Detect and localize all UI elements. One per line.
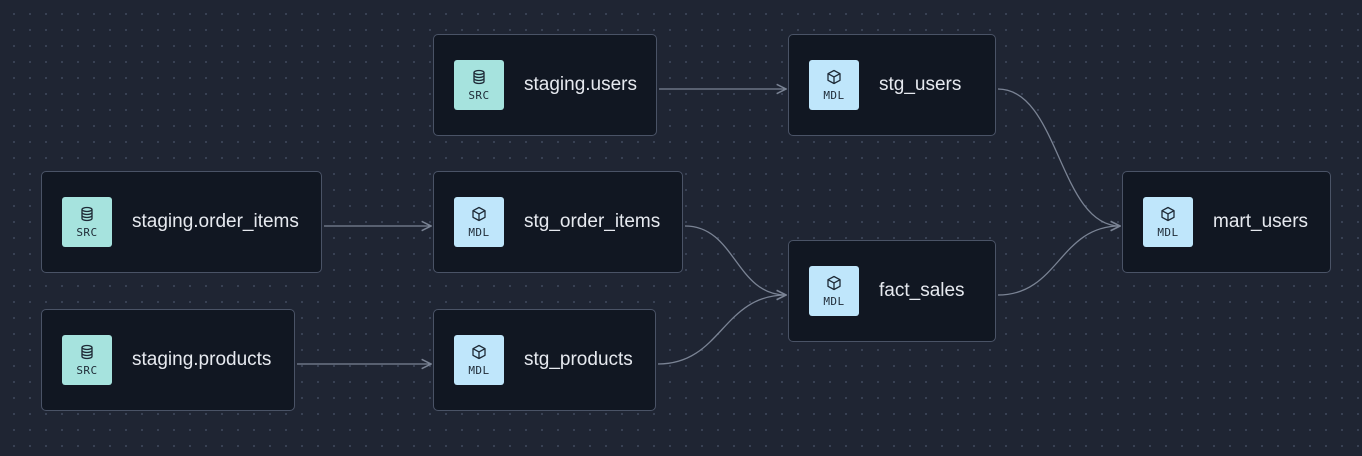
model-badge: MDL: [454, 197, 504, 247]
node-label: mart_users: [1213, 211, 1309, 232]
badge-text: SRC: [76, 225, 98, 239]
cube-icon: [826, 69, 842, 89]
badge-text: MDL: [823, 294, 845, 308]
model-badge: MDL: [1143, 197, 1193, 247]
node-label: stg_order_items: [524, 211, 661, 232]
edge-fact-sales-to-mart-users: [997, 226, 1120, 296]
source-badge: SRC: [62, 197, 112, 247]
node-label: staging.users: [524, 74, 638, 95]
node-label: staging.products: [132, 349, 272, 370]
node-staging-products[interactable]: SRC staging.products: [41, 309, 295, 411]
node-label: stg_users: [879, 74, 962, 95]
model-badge: MDL: [454, 335, 504, 385]
source-badge: SRC: [62, 335, 112, 385]
cube-icon: [826, 275, 842, 295]
node-staging-users[interactable]: SRC staging.users: [433, 34, 657, 136]
model-badge: MDL: [809, 266, 859, 316]
badge-text: MDL: [1157, 225, 1179, 239]
node-label: fact_sales: [879, 280, 965, 301]
node-stg-products[interactable]: MDL stg_products: [433, 309, 656, 411]
node-label: staging.order_items: [132, 211, 299, 232]
node-stg-order-items[interactable]: MDL stg_order_items: [433, 171, 683, 273]
edge-stg-products-to-fact-sales: [657, 295, 786, 365]
badge-text: SRC: [76, 363, 98, 377]
node-fact-sales[interactable]: MDL fact_sales: [788, 240, 996, 342]
node-mart-users[interactable]: MDL mart_users: [1122, 171, 1331, 273]
badge-text: MDL: [823, 88, 845, 102]
node-stg-users[interactable]: MDL stg_users: [788, 34, 996, 136]
cube-icon: [471, 206, 487, 226]
badge-text: MDL: [468, 225, 490, 239]
badge-text: SRC: [468, 88, 490, 102]
node-label: stg_products: [524, 349, 633, 370]
model-badge: MDL: [809, 60, 859, 110]
source-badge: SRC: [454, 60, 504, 110]
cube-icon: [1160, 206, 1176, 226]
database-icon: [79, 206, 95, 226]
cube-icon: [471, 344, 487, 364]
edge-stg-users-to-mart-users: [997, 88, 1120, 226]
edge-stg-order-items-to-fact-sales: [684, 225, 786, 295]
database-icon: [471, 69, 487, 89]
database-icon: [79, 344, 95, 364]
node-staging-order-items[interactable]: SRC staging.order_items: [41, 171, 322, 273]
badge-text: MDL: [468, 363, 490, 377]
